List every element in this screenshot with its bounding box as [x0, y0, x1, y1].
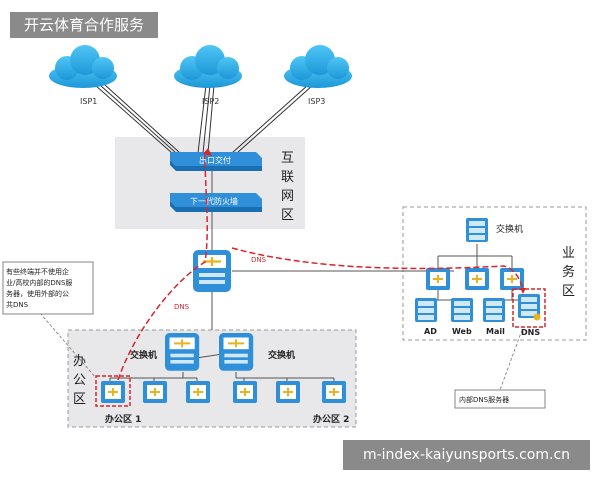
note-left-line-2: 业/高校内部的DNS服 [6, 278, 72, 287]
note-dns-pointer [499, 329, 523, 391]
note-dns-box [454, 389, 546, 409]
office-pc-2-icon [142, 380, 168, 404]
note-left-line-3: 务器，使用外部的公 [6, 289, 69, 298]
business-zone-label-2: 务 [562, 264, 575, 280]
business-subswitch-2-icon [464, 267, 490, 291]
web-server-icon [451, 298, 473, 322]
mail-server-icon [483, 298, 505, 322]
page-title: 开云体育合作服务 [10, 12, 158, 38]
router-device: 出口交付 [170, 152, 262, 171]
dns-arrow-up [203, 148, 212, 156]
internet-zone-label-1: 互 [281, 151, 294, 166]
office-switch-2-icon [218, 332, 255, 372]
internet-zone-label-4: 区 [281, 208, 294, 223]
isp3-cloud-icon [284, 45, 352, 88]
office-pc-5-icon [275, 380, 301, 404]
note-dns-text: 内部DNS服务器 [459, 395, 509, 404]
internet-zone [115, 137, 305, 229]
watermark: m-index-kaiyunsports.com.cn [343, 440, 590, 470]
dns-label-right: DNS [251, 256, 267, 264]
mail-server-label: Mail [486, 327, 505, 336]
office-pc-6-icon [321, 380, 347, 404]
dns-label-left: DNS [174, 303, 190, 311]
isp-uplinks [94, 84, 314, 154]
firewall-device: 下一代防火墙 [170, 193, 262, 212]
internet-zone-label-3: 网 [281, 189, 294, 204]
office-switch-1-icon [164, 332, 201, 372]
isp2-cloud-icon [174, 45, 242, 88]
dns-server-badge [533, 313, 541, 321]
business-zone-label-1: 业 [562, 246, 575, 261]
isp2-label: ISP2 [202, 97, 219, 106]
office-pc-4-icon [232, 380, 258, 404]
office-area-2-label: 办公区 2 [313, 413, 349, 425]
note-left-box [2, 261, 94, 315]
business-switch-icon [466, 218, 488, 242]
office-area-1-label: 办公区 1 [105, 413, 141, 425]
dns-server-highlight [512, 288, 546, 328]
router-label: 出口交付 [199, 155, 231, 165]
office-switch-1-label: 交换机 [130, 349, 157, 361]
office-zone-label-2: 公 [73, 373, 86, 388]
note-left-line-4: 共DNS [6, 300, 29, 309]
internet-zone-label-2: 联 [281, 170, 294, 185]
office-pc-highlight [95, 375, 131, 407]
dns-arrow-down [520, 288, 526, 294]
firewall-label: 下一代防火墙 [190, 196, 238, 206]
dns-server-label: DNS [521, 328, 540, 337]
ad-server-label: AD [424, 327, 437, 336]
isp3-label: ISP3 [308, 97, 325, 106]
dns-query-paths [117, 154, 524, 381]
core-switch-icon [191, 248, 233, 294]
office-pc-3-icon [185, 380, 211, 404]
note-left-pointer [39, 312, 97, 379]
isp1-cloud-icon [49, 45, 117, 88]
business-switch-label: 交换机 [496, 223, 523, 235]
business-subswitch-1-icon [425, 267, 451, 291]
office-switch-2-label: 交换机 [268, 349, 295, 361]
office-zone-label-1: 办 [73, 354, 86, 369]
web-server-label: Web [452, 327, 472, 336]
office-zone-label-3: 区 [73, 392, 86, 407]
ad-server-icon [415, 298, 437, 322]
note-left-line-1: 有些终端并不使用企 [6, 267, 69, 276]
isp1-label: ISP1 [80, 97, 97, 106]
business-zone-label-3: 区 [562, 284, 575, 299]
office-pc-1-icon [100, 380, 126, 404]
business-subswitch-3-icon [499, 267, 525, 291]
